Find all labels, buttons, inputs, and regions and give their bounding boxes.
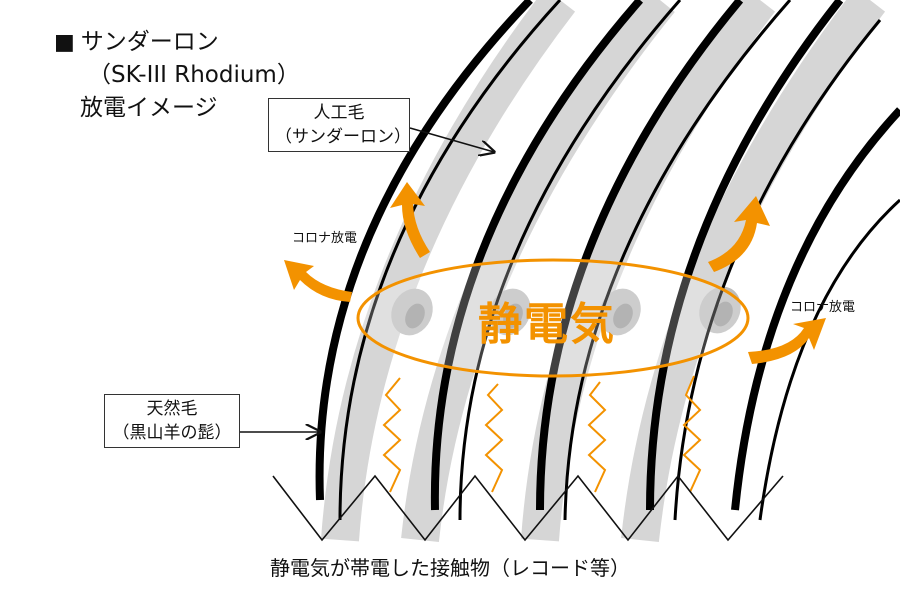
static-label: 静電気	[478, 299, 616, 350]
synthetic-fiber	[521, 0, 776, 542]
natural-hair	[731, 107, 900, 511]
natural-hair	[315, 0, 533, 501]
corona-label-right: コロナ放電	[790, 300, 856, 315]
pointer-arrow-icon	[409, 127, 494, 152]
natural-hair	[758, 198, 900, 521]
natural-hair	[536, 0, 744, 511]
natural-hairs	[315, 0, 900, 521]
diagram-title: ■ サンダーロン （SK-III Rhodium） 放電イメージ	[54, 26, 300, 125]
natural-hair-label-line-1: 天然毛	[146, 399, 198, 419]
natural-hair	[338, 0, 562, 521]
synthetic-fiber	[321, 0, 576, 542]
zigzag-spark-icon	[587, 381, 607, 493]
title-line-3: 放電イメージ	[80, 95, 218, 121]
title-line-2: （SK-III Rhodium）	[88, 62, 300, 88]
synthetic-hair-label-line-2: （サンダーロン）	[275, 127, 411, 147]
natural-hair	[430, 0, 644, 511]
corona-arrows	[284, 182, 826, 364]
contact-surface-zigzag	[272, 474, 784, 542]
title-line-1: サンダーロン	[80, 29, 219, 55]
natural-hair	[563, 0, 792, 521]
synthetic-hair-label-line-1: 人工毛	[313, 103, 365, 123]
static-ellipse	[356, 258, 750, 378]
zigzag-spark-icon	[382, 377, 402, 493]
corona-label-left: コロナ放電	[292, 231, 358, 246]
arrow-out-icon	[390, 182, 430, 258]
arrow-out-icon	[708, 196, 770, 272]
synthetic-hair-label: 人工毛 （サンダーロン）	[268, 98, 411, 152]
natural-hair	[458, 0, 682, 521]
natural-hair-label-line-2: （黒山羊の髭）	[112, 423, 232, 443]
zigzag-spark-icon	[484, 383, 504, 493]
natural-hair-label: 天然毛 （黒山羊の髭）	[104, 394, 240, 448]
natural-hair	[646, 0, 844, 511]
square-marker-icon: ■	[54, 30, 75, 55]
arrow-out-icon	[748, 318, 826, 364]
surface-caption: 静電気が帯電した接触物（レコード等）	[270, 556, 630, 580]
sparks	[382, 375, 702, 493]
arrow-out-icon	[284, 260, 352, 302]
zigzag-spark-icon	[682, 375, 702, 493]
